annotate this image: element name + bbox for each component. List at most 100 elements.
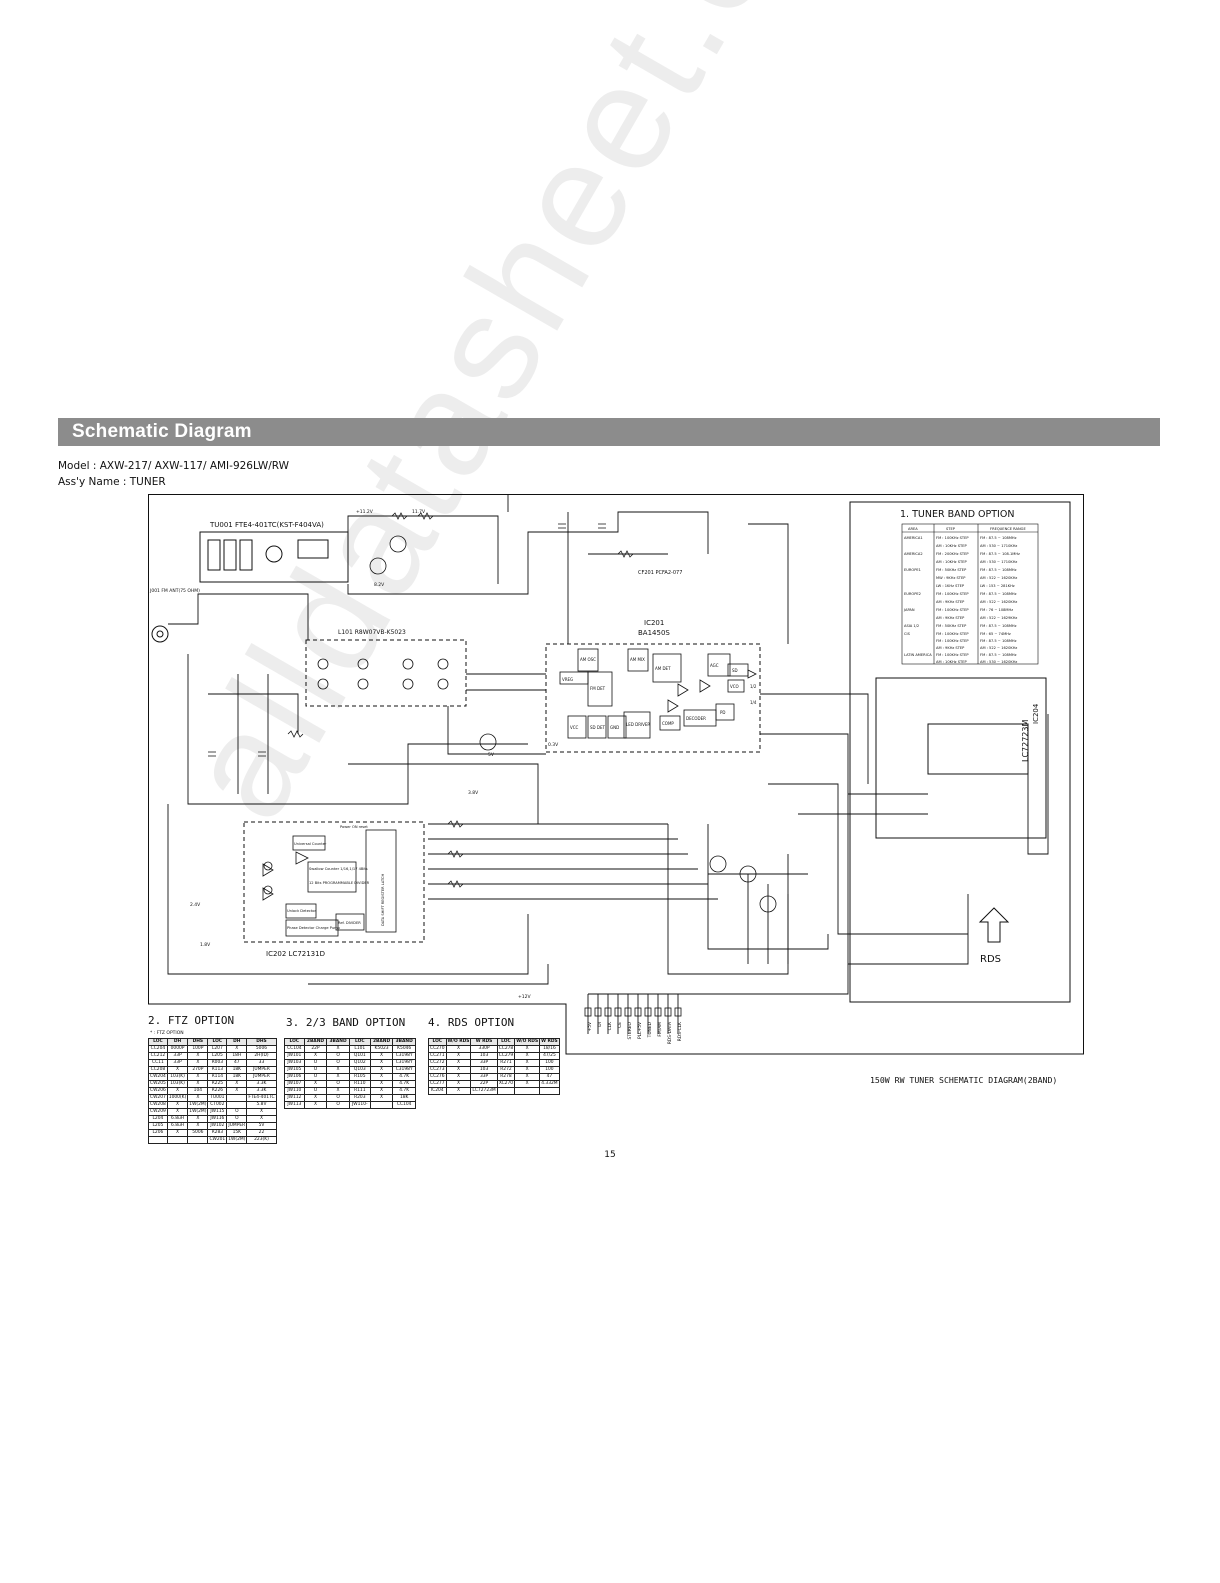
connector-pin-label: TUNED xyxy=(647,1021,653,1038)
band23-cell: O xyxy=(326,1101,350,1109)
pll-block-power-on-reset: Power ON reset xyxy=(340,825,368,829)
ftz-cell: L204 xyxy=(148,1115,168,1123)
rds-header-cell: W/O RDS xyxy=(445,1038,472,1046)
ftz-cell: X xyxy=(187,1094,209,1102)
block-pd: PD xyxy=(720,710,726,715)
band-table-header: FREQUENCE RANGE xyxy=(990,527,1026,531)
block-sd: SD xyxy=(732,668,738,673)
band23-cell: X xyxy=(326,1066,350,1074)
block-led-driver: LED DRIVER xyxy=(626,722,650,727)
ftz-cell: FTE4-401TC xyxy=(246,1094,277,1102)
band-cell: LATIN AMERICA xyxy=(904,653,932,657)
ftz-cell: R114 xyxy=(207,1073,228,1081)
block-am-det: AM DET xyxy=(655,666,671,671)
ftz-cell: CC11 xyxy=(148,1059,168,1067)
ftz-header-cell: DH xyxy=(226,1038,248,1046)
band23-cell: X xyxy=(303,1094,328,1102)
ftz-cell: R226 xyxy=(207,1087,228,1095)
rds-cell: 47 xyxy=(539,1073,560,1081)
ftz-cell: X xyxy=(187,1080,209,1088)
rds-cell: CC279 xyxy=(496,1052,516,1060)
ftz-cell: 1W(2M) xyxy=(187,1101,209,1109)
rds-cell: X xyxy=(445,1066,472,1074)
band23-cell: O xyxy=(303,1073,328,1081)
band-cell: FM : 100KHz STEP xyxy=(936,632,969,636)
band-cell: FM : 65 ~ 74MHz xyxy=(980,632,1011,636)
ftz-cell: X xyxy=(187,1059,209,1067)
band-cell: JAPAN xyxy=(903,608,915,612)
band-cell: FM : 100KHz STEP xyxy=(936,536,969,540)
band23-cell: X xyxy=(369,1052,394,1060)
ftz-cell: JW116 xyxy=(207,1115,228,1123)
ftz-cell: JW115 xyxy=(207,1108,228,1116)
block-vcc: VCC xyxy=(570,725,579,730)
ftz-cell: 100P xyxy=(187,1045,209,1053)
band23-cell: 4.7K xyxy=(392,1080,416,1088)
ftz-cell xyxy=(187,1136,209,1144)
band-cell: FM : 100KHz STEP xyxy=(936,608,969,612)
ftz-cell: X xyxy=(226,1080,248,1088)
voltage-label: 2.4V xyxy=(190,902,201,908)
block-half: 1/2 xyxy=(750,684,757,689)
band-cell: FM : 50KHz STEP xyxy=(936,624,967,628)
band-cell: AM : 9KHz STEP xyxy=(936,616,965,620)
voltage-label: +12V xyxy=(518,994,531,1000)
rds-header-cell: W RDS xyxy=(539,1038,560,1046)
connector-pin-label: CLK xyxy=(607,1022,613,1031)
ftz-cell: JW102 xyxy=(207,1122,228,1130)
band23-cell: Q101 xyxy=(348,1052,371,1060)
rds-label: RDS xyxy=(980,954,1001,965)
band23-cell: X xyxy=(303,1080,328,1088)
schematic-diagram: TU001 FTE4-401TC(KST-F404VA) J001 FM ANT… xyxy=(148,494,1084,1055)
band23-cell: O xyxy=(326,1059,350,1067)
antenna-label: J001 FM ANT(75 OHM) xyxy=(149,588,200,594)
ftz-cell: 5006 xyxy=(187,1129,209,1137)
assy-line: Ass'y Name : TUNER xyxy=(58,476,166,488)
ftz-cell: 5.8V xyxy=(246,1101,277,1109)
band-table: AREA STEP FREQUENCE RANGE AMERICA1 FM : 1… xyxy=(903,527,1026,664)
ftz-header-cell: DHS xyxy=(246,1038,277,1046)
band23-cell: X xyxy=(369,1087,394,1095)
rds-cell: X xyxy=(514,1052,541,1060)
rds-cell: 100 xyxy=(539,1066,560,1074)
band-cell: AM : 522 ~ 1629KHz xyxy=(980,616,1017,620)
band23-header-cell: 3BAND xyxy=(392,1038,416,1046)
ftz-cell: X xyxy=(166,1108,189,1116)
band-table-header: STEP xyxy=(946,527,956,531)
ftz-cell: O xyxy=(226,1108,248,1116)
band-table-header: AREA xyxy=(908,527,918,531)
band23-cell: O xyxy=(303,1059,328,1067)
ftz-cell: CW201 xyxy=(207,1136,228,1144)
ftz-cell: X xyxy=(226,1045,248,1053)
voltage-label: +11.2V xyxy=(356,509,374,515)
band-cell: FM : 87.5 ~ 108MHz xyxy=(980,592,1017,596)
connector-pin-label: +5V xyxy=(587,1022,593,1031)
ftz-cell: X xyxy=(187,1052,209,1060)
band-table-frame xyxy=(901,523,1039,665)
ftz-cell: L205 xyxy=(207,1052,228,1060)
band-cell: AM : 10KHz STEP xyxy=(936,560,967,564)
band-cell: FM : 100KHz STEP xyxy=(936,653,969,657)
pll-block-unlock: Unlock Detector xyxy=(287,909,316,913)
ftz-cell: 3.3K xyxy=(246,1080,277,1088)
ftz-cell: X xyxy=(246,1108,277,1116)
band23-cell: X xyxy=(369,1094,394,1102)
band-cell: ASIA 1/2 xyxy=(904,624,919,628)
ftz-cell: X xyxy=(166,1101,189,1109)
ftz-cell: CW204 xyxy=(148,1073,168,1081)
band-cell: AMERICA1 xyxy=(904,536,923,540)
ftz-cell: X xyxy=(187,1073,209,1081)
band23-cell: X xyxy=(303,1101,328,1109)
ftz-cell: L207 xyxy=(207,1045,228,1053)
rds-cell: 47/25 xyxy=(539,1052,560,1060)
ftz-cell: 18K xyxy=(226,1073,248,1081)
